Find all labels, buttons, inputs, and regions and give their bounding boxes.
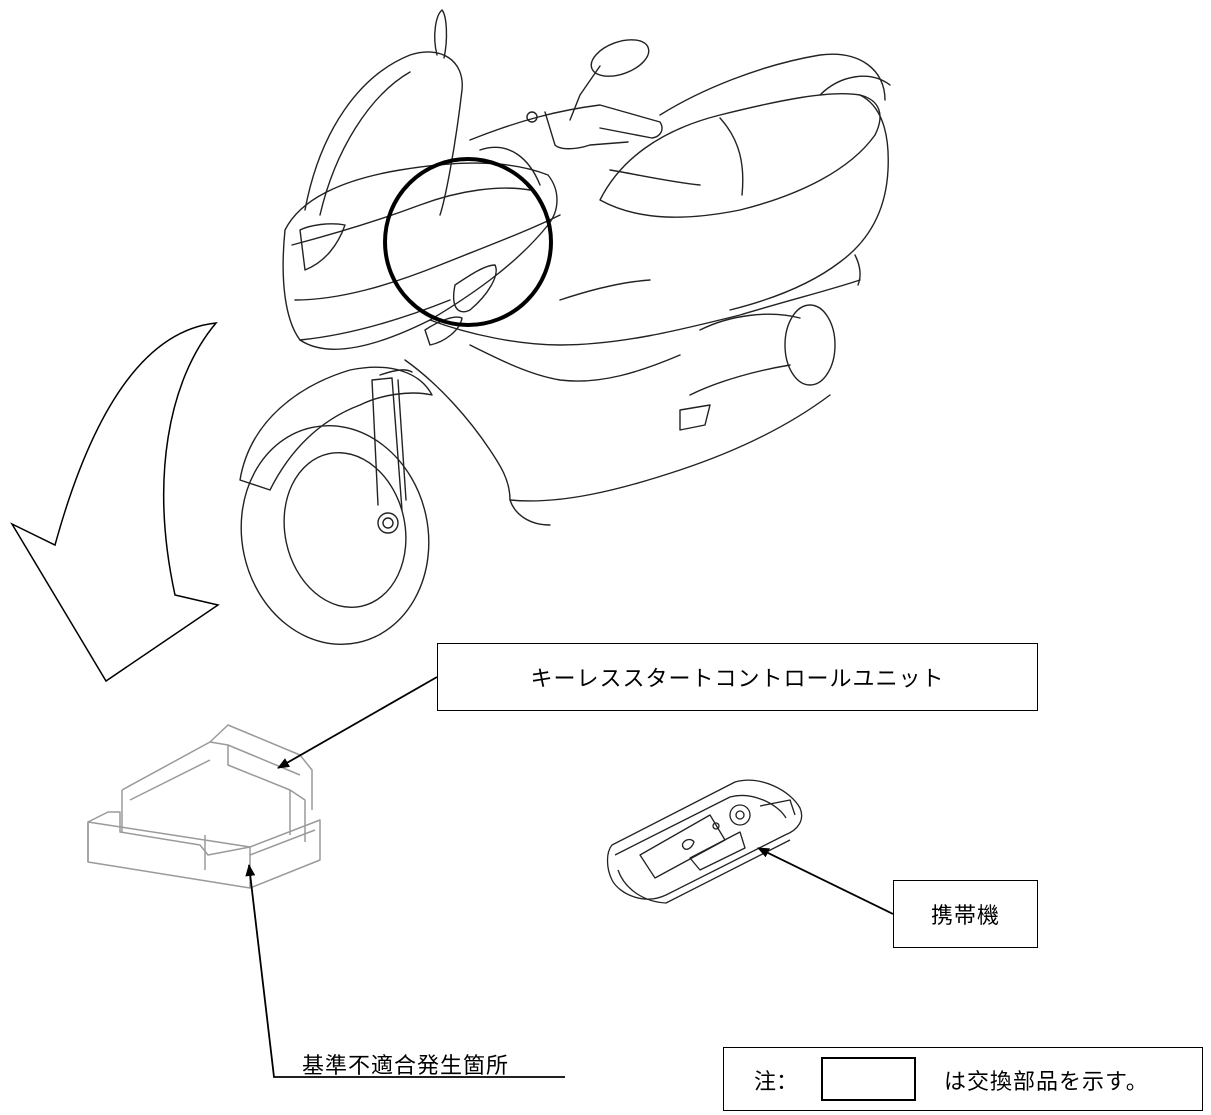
note-text: は交換部品を示す。: [944, 1070, 1149, 1095]
control-unit-leader: [277, 676, 438, 769]
note-sample-box: [821, 1057, 916, 1101]
fault-location-label: 基準不適合発生箇所: [302, 1054, 510, 1079]
portable-device-label-text: 携帯機: [930, 904, 1000, 929]
control-unit-label-text: キーレススタートコントロールユニット: [530, 667, 945, 692]
key-fob-illustration: [606, 779, 803, 904]
scooter-illustration: [239, 9, 891, 646]
note-box: 注： は交換部品を示す。: [723, 1047, 1203, 1111]
curved-arrow: [10, 322, 220, 683]
control-unit-illustration: [87, 724, 321, 889]
location-highlight-circle: [383, 157, 553, 327]
fob-leader: [757, 847, 894, 915]
portable-device-label: 携帯機: [893, 880, 1038, 948]
control-unit-label: キーレススタートコントロールユニット: [437, 643, 1038, 711]
fault-leader: [245, 864, 565, 1078]
note-prefix: 注：: [754, 1070, 799, 1095]
